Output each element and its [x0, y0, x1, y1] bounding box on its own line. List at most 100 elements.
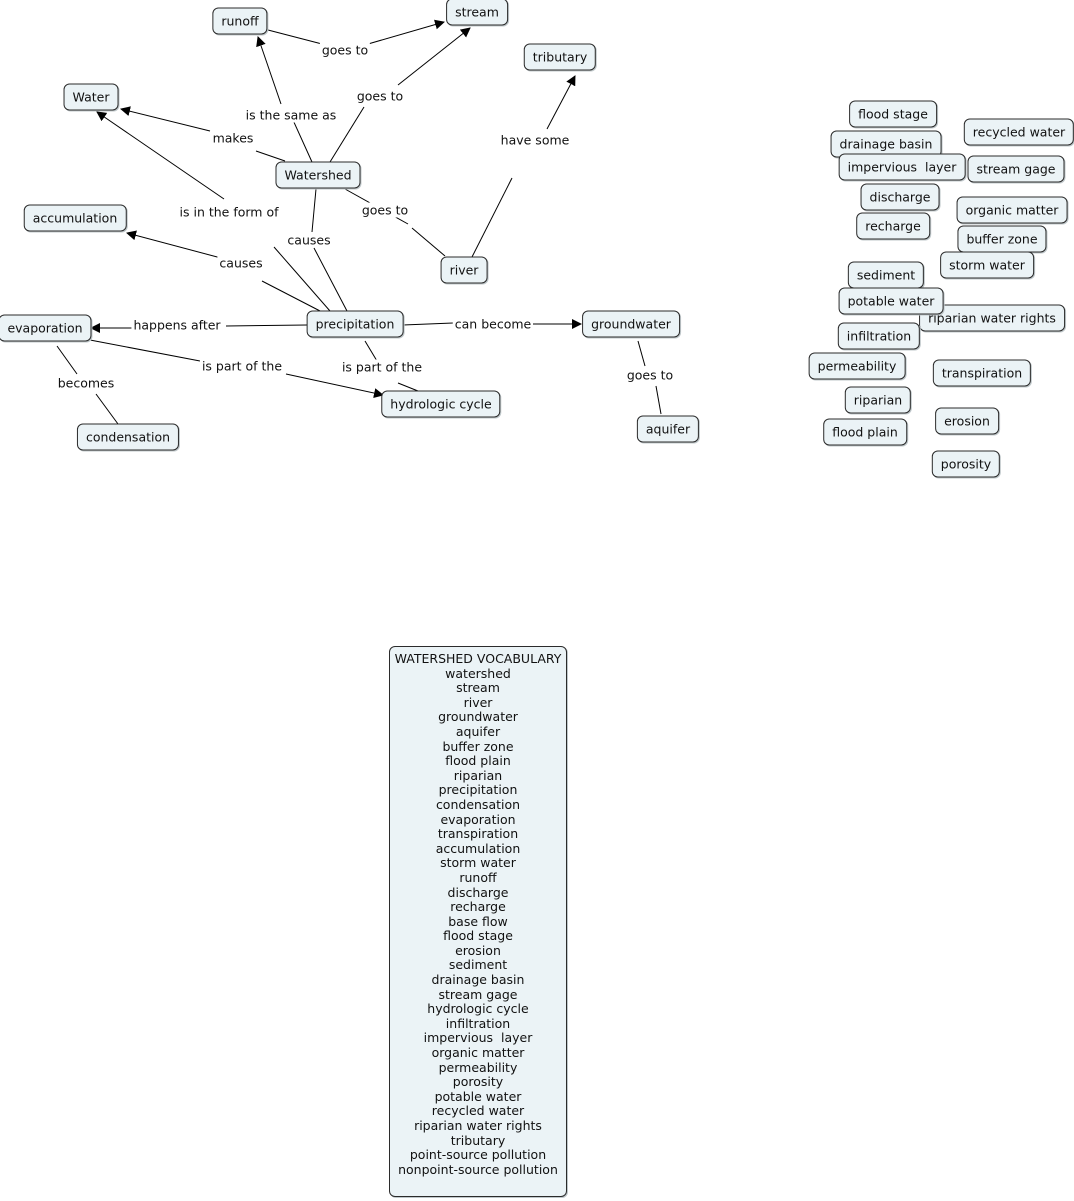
connector-line: [120, 106, 211, 132]
vocabulary-item: flood stage: [443, 928, 513, 944]
connector-line: [637, 340, 646, 367]
linking-phrase-goes-to-1[interactable]: goes to: [319, 42, 371, 58]
vocabulary-item: hydrologic cycle: [427, 1001, 529, 1017]
concept-node-condensation[interactable]: condensation: [76, 423, 180, 451]
vocabulary-item: river: [463, 694, 493, 710]
concept-node-groundwater[interactable]: groundwater: [582, 310, 680, 338]
vocabulary-item: potable water: [434, 1088, 522, 1104]
vocabulary-item: riparian water rights: [414, 1118, 542, 1133]
vocabulary-item: accumulation: [435, 840, 521, 856]
vocabulary-item: groundwater: [438, 709, 518, 725]
unlinked-concept-stream-gage[interactable]: stream gage: [967, 155, 1065, 183]
vocabulary-item: aquifer: [455, 723, 501, 739]
linking-phrase-goes-to-3[interactable]: goes to: [359, 202, 411, 218]
linking-phrase-causes-2[interactable]: causes: [217, 255, 265, 271]
unlinked-concept-potable-water[interactable]: potable water: [838, 287, 944, 315]
vocabulary-item: recharge: [450, 899, 506, 915]
linking-phrase-can-become[interactable]: can become: [452, 316, 534, 332]
vocabulary-item: organic matter: [431, 1045, 525, 1061]
unlinked-concept-impervious-layer[interactable]: impervious layer: [838, 153, 966, 181]
concept-node-watershed[interactable]: Watershed: [275, 161, 361, 189]
vocabulary-item: condensation: [435, 796, 521, 812]
concept-node-accumulation[interactable]: accumulation: [23, 204, 127, 232]
connector-line: [261, 280, 323, 313]
vocabulary-item: flood plain: [445, 753, 511, 769]
connector-line: [313, 247, 348, 312]
concept-node-tributary[interactable]: tributary: [523, 43, 597, 71]
unlinked-concept-flood-plain[interactable]: flood plain: [823, 418, 907, 446]
unlinked-concept-recycled-water[interactable]: recycled water: [963, 118, 1074, 146]
linking-phrase-same-as[interactable]: is the same as: [243, 107, 339, 123]
concept-node-hydrologic-cycle[interactable]: hydrologic cycle: [381, 390, 501, 418]
linking-phrase-part-of-1[interactable]: is part of the: [199, 358, 285, 374]
vocabulary-item: recycled water: [431, 1103, 525, 1119]
vocabulary-item: runoff: [459, 869, 497, 885]
linking-phrase-form-of[interactable]: is in the form of: [177, 204, 281, 220]
linking-phrase-becomes[interactable]: becomes: [55, 375, 117, 391]
connector-line: [311, 188, 317, 233]
concept-node-water[interactable]: Water: [63, 83, 119, 111]
linking-phrase-happens-after[interactable]: happens after: [131, 317, 223, 333]
vocabulary-item: base flow: [448, 913, 508, 929]
unlinked-concept-storm-water[interactable]: storm water: [940, 251, 1034, 279]
vocabulary-item: discharge: [447, 884, 509, 900]
linking-phrase-goes-to-4[interactable]: goes to: [624, 367, 676, 383]
vocabulary-item: precipitation: [438, 782, 518, 798]
unlinked-concept-discharge[interactable]: discharge: [860, 183, 940, 211]
vocabulary-item: riparian: [453, 767, 503, 783]
concept-node-evaporation[interactable]: evaporation: [0, 314, 92, 342]
concept-node-stream[interactable]: stream: [446, 0, 508, 26]
linking-phrase-makes[interactable]: makes: [210, 130, 256, 146]
connector-line: [273, 246, 331, 312]
concept-node-aquifer[interactable]: aquifer: [636, 415, 700, 443]
connector-line: [655, 385, 662, 415]
vocabulary-item: nonpoint-source pollution: [398, 1161, 558, 1177]
linking-phrase-goes-to-2[interactable]: goes to: [354, 88, 406, 104]
vocabulary-item: erosion: [455, 942, 501, 958]
connector-line: [255, 150, 286, 162]
vocabulary-item: sediment: [448, 957, 508, 973]
unlinked-concept-porosity[interactable]: porosity: [931, 450, 1001, 478]
linking-phrase-part-of-2[interactable]: is part of the: [339, 359, 425, 375]
connector-line: [96, 111, 225, 200]
vocabulary-item: permeability: [438, 1059, 518, 1075]
unlinked-concept-infiltration[interactable]: infiltration: [837, 322, 921, 350]
connector-line: [402, 322, 454, 326]
connector-line: [285, 373, 384, 398]
vocabulary-item: storm water: [440, 855, 516, 871]
concept-node-precipitation[interactable]: precipitation: [306, 310, 404, 338]
unlinked-concept-riparian[interactable]: riparian: [844, 386, 912, 414]
vocabulary-item: evaporation: [440, 811, 516, 827]
vocabulary-item: watershed: [445, 665, 511, 681]
unlinked-concept-organic-matter[interactable]: organic matter: [956, 196, 1068, 224]
unlinked-concept-transpiration[interactable]: transpiration: [932, 359, 1032, 387]
connector-line: [471, 177, 513, 258]
vocabulary-item: stream: [456, 680, 500, 696]
vocabulary-item: porosity: [452, 1074, 504, 1090]
vocabulary-item: point-source pollution: [409, 1147, 547, 1163]
connector-line: [411, 227, 446, 257]
vocabulary-item: transpiration: [437, 826, 519, 842]
vocabulary-item: drainage basin: [431, 972, 525, 988]
concept-node-river[interactable]: river: [440, 256, 488, 284]
unlinked-concept-permeability[interactable]: permeability: [808, 352, 906, 380]
unlinked-concept-flood-stage[interactable]: flood stage: [849, 100, 937, 128]
concept-node-runoff[interactable]: runoff: [212, 7, 268, 35]
connector-line: [267, 29, 323, 45]
linking-phrase-causes-1[interactable]: causes: [285, 232, 333, 248]
unlinked-concept-buffer-zone[interactable]: buffer zone: [957, 225, 1047, 253]
connector-line: [367, 19, 445, 45]
unlinked-concept-sediment[interactable]: sediment: [847, 261, 925, 289]
connector-line: [364, 340, 378, 362]
linking-phrase-have-some[interactable]: have some: [498, 132, 572, 148]
connector-line: [126, 230, 222, 259]
unlinked-concept-erosion[interactable]: erosion: [935, 407, 999, 435]
connector-line: [225, 324, 308, 327]
unlinked-concept-recharge[interactable]: recharge: [856, 212, 930, 240]
connector-line: [397, 27, 471, 86]
vocabulary-item: buffer zone: [442, 738, 514, 754]
vocabulary-item: impervious layer: [423, 1030, 533, 1046]
